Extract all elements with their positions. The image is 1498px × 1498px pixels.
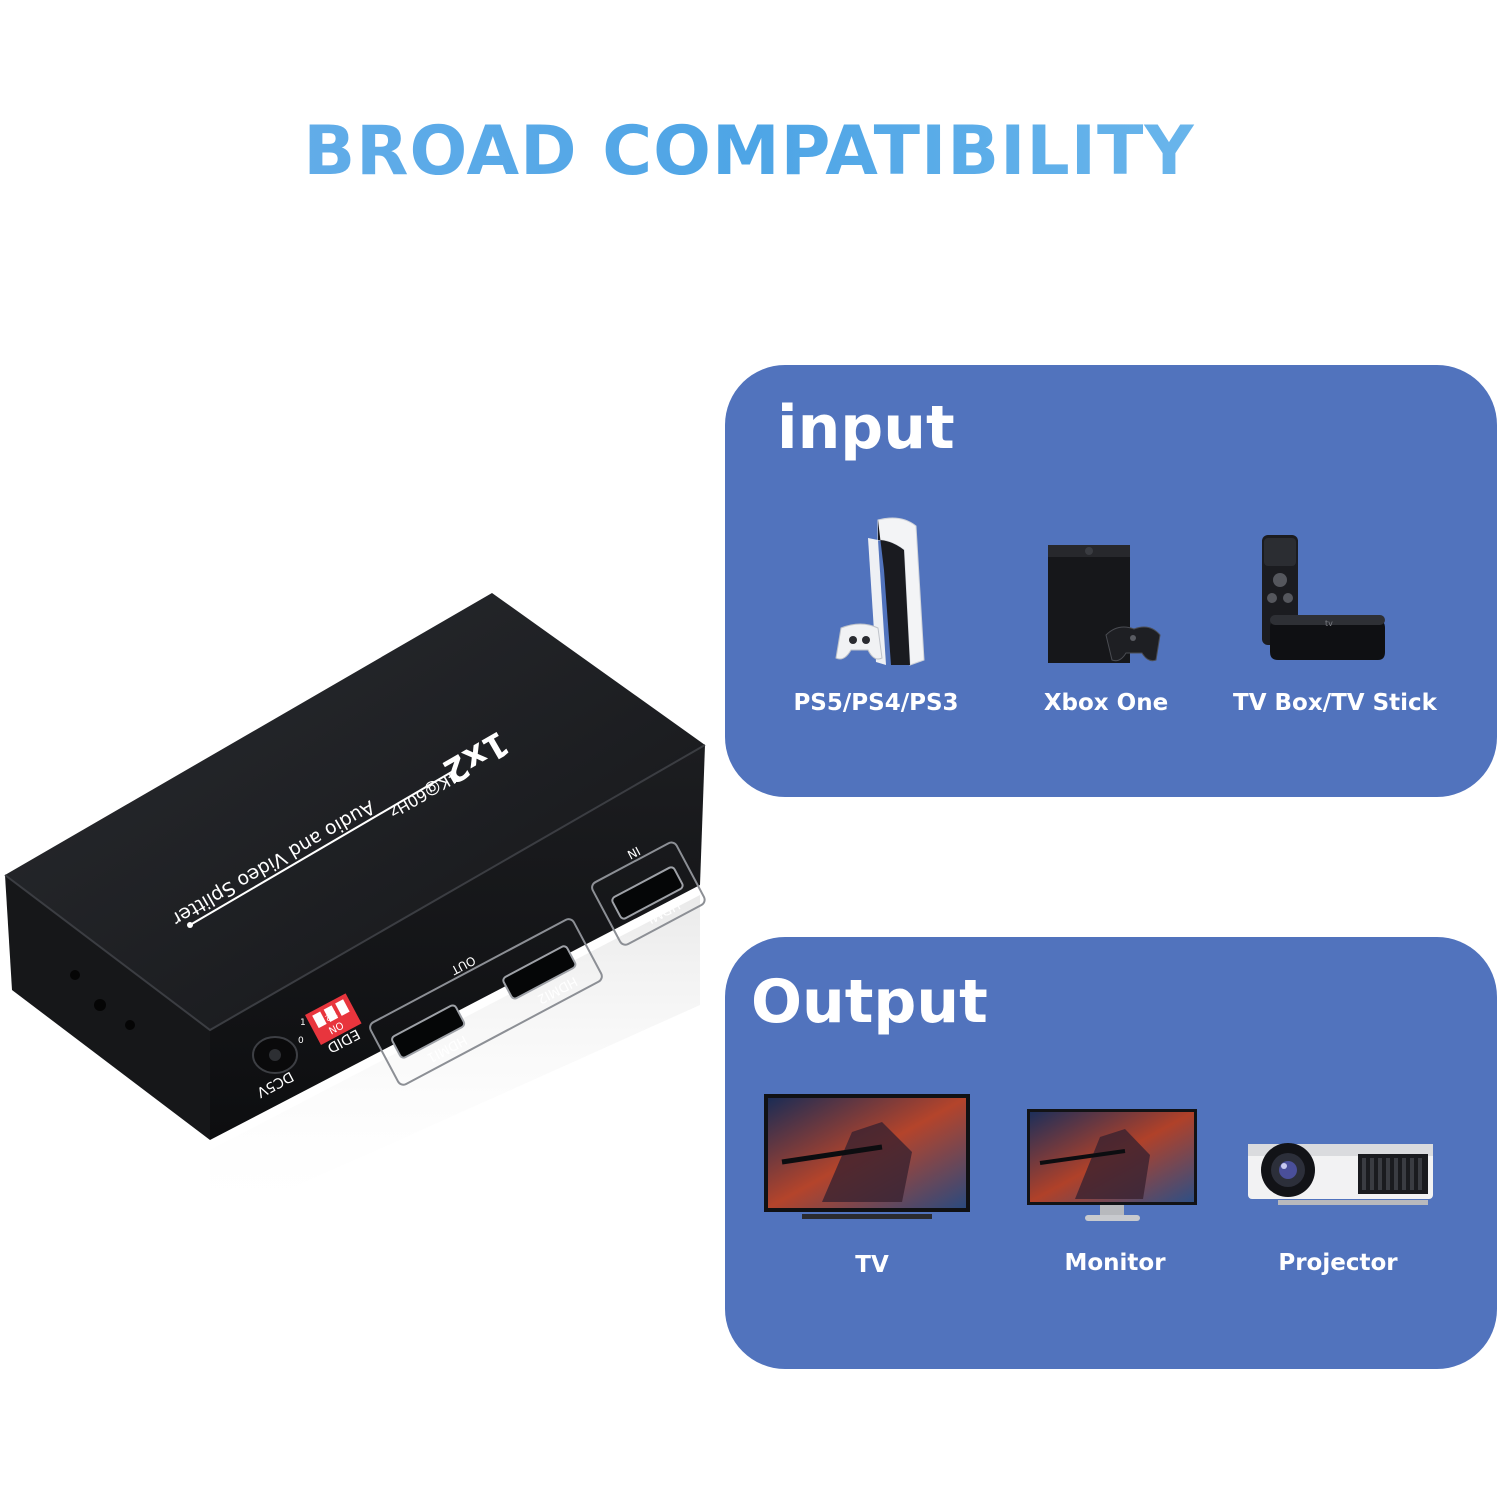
svg-text:tv: tv — [1325, 619, 1333, 628]
input-item-tvbox: tv TV Box/TV Stick — [1220, 510, 1450, 730]
input-panel: input PS5/PS4/PS3 Xbox One — [725, 365, 1497, 797]
input-label-playstation: PS5/PS4/PS3 — [793, 690, 959, 716]
tv-icon — [764, 1094, 970, 1219]
input-label-xbox: Xbox One — [1043, 690, 1169, 716]
xbox-console-icon — [1048, 545, 1161, 663]
hdmi-splitter-image: 1x2 4K@60Hz Audio and Video Splitter IN … — [4, 593, 706, 1225]
output-item-tv: TV — [757, 1092, 987, 1282]
input-title: input — [777, 393, 955, 463]
output-panel: Output TV — [725, 937, 1497, 1369]
playstation-console-icon — [835, 517, 925, 666]
output-label-monitor: Monitor — [1064, 1250, 1166, 1276]
output-title: Output — [751, 967, 988, 1037]
projector-icon — [1248, 1143, 1433, 1205]
switch-1: 1 — [300, 1018, 306, 1028]
port-in-tag: IN — [625, 844, 643, 862]
output-label-projector: Projector — [1278, 1250, 1398, 1276]
monitor-icon — [1027, 1109, 1197, 1221]
input-item-xbox: Xbox One — [991, 510, 1221, 730]
input-item-playstation: PS5/PS4/PS3 — [761, 510, 991, 730]
tv-box-icon: tv — [1262, 535, 1385, 660]
input-label-tvbox: TV Box/TV Stick — [1233, 690, 1437, 716]
output-label-tv: TV — [855, 1252, 889, 1278]
output-item-projector: Projector — [1223, 1092, 1453, 1282]
switch-0: 0 — [298, 1036, 304, 1046]
headline: BROAD COMPATIBILITY — [0, 112, 1498, 191]
output-item-monitor: Monitor — [1000, 1092, 1230, 1282]
